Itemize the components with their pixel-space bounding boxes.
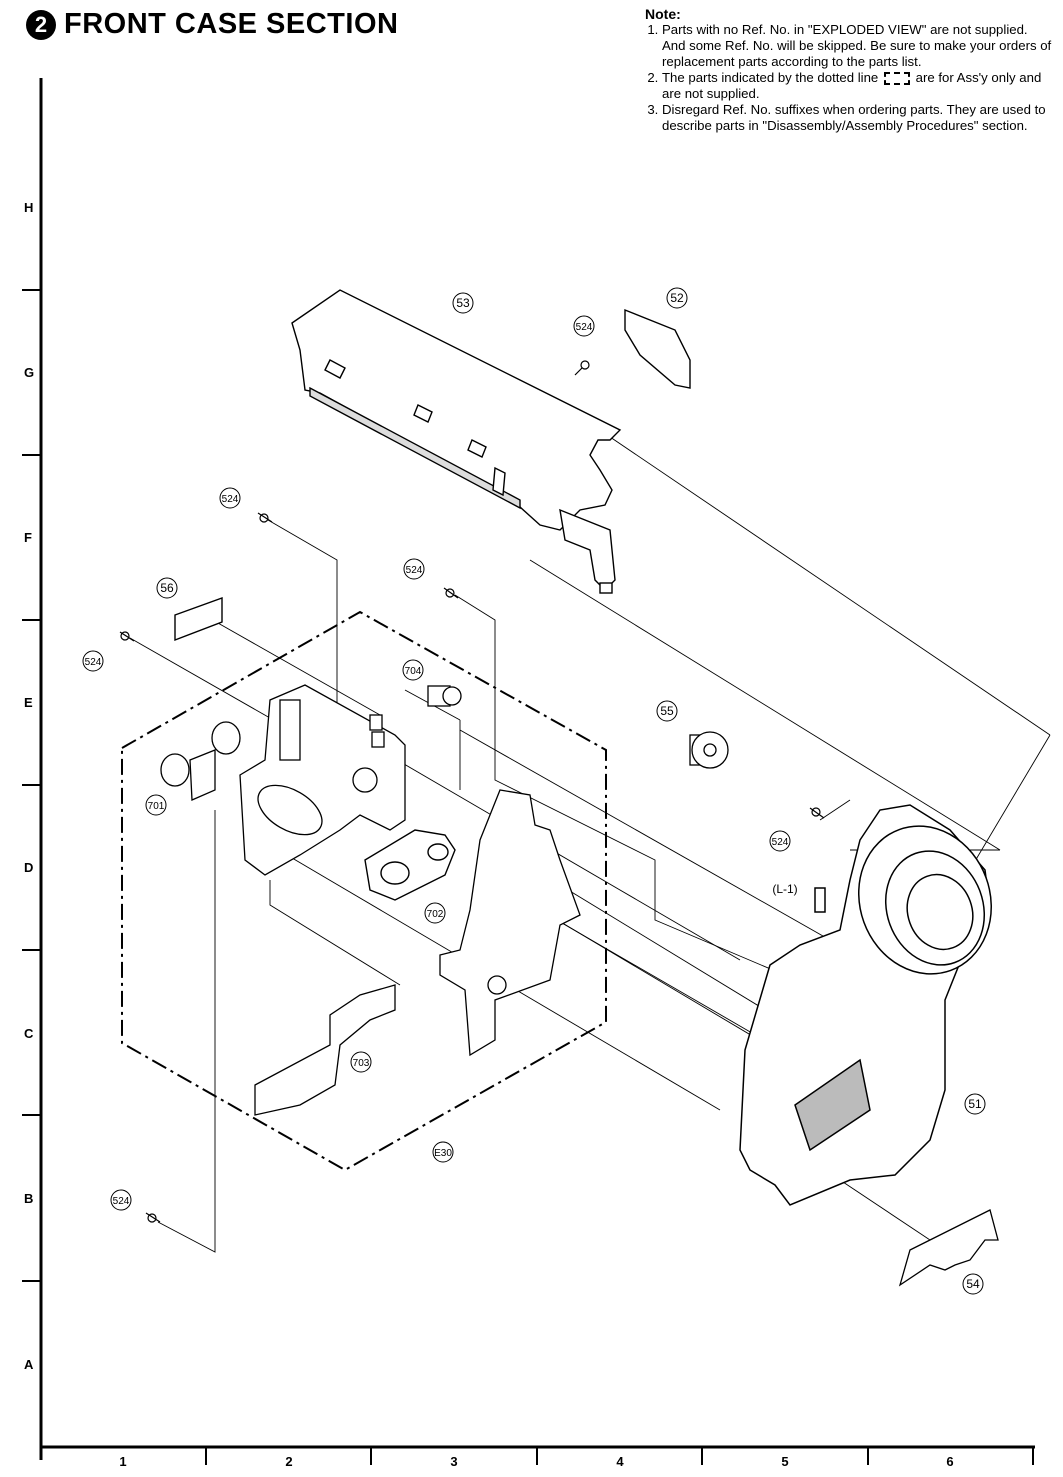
col-label-1: 1 bbox=[119, 1454, 126, 1469]
note-item-2: The parts indicated by the dotted line a… bbox=[662, 70, 1055, 102]
ref-label: E30 bbox=[434, 1148, 452, 1159]
ref-balloon-55: 55 bbox=[656, 700, 678, 722]
col-label-6: 6 bbox=[946, 1454, 953, 1469]
ref-label: 524 bbox=[576, 322, 593, 333]
note-block: Note: Parts with no Ref. No. in "EXPLODE… bbox=[645, 6, 1055, 134]
part-703-flex-cable bbox=[254, 984, 396, 1116]
part-55-fan bbox=[689, 731, 729, 769]
ref-balloon-524-b: 524 bbox=[110, 1189, 132, 1211]
ref-balloon-56: 56 bbox=[156, 577, 178, 599]
ref-balloon-524-e: 524 bbox=[82, 650, 104, 672]
ref-balloon-701: 701 bbox=[145, 794, 167, 816]
col-label-2: 2 bbox=[285, 1454, 292, 1469]
ref-balloon-702: 702 bbox=[424, 902, 446, 924]
ref-label: 704 bbox=[405, 666, 422, 677]
section-title: 2 FRONT CASE SECTION bbox=[26, 8, 398, 41]
part-52-cover bbox=[624, 308, 691, 389]
ref-label: 524 bbox=[113, 1196, 130, 1207]
metal-bracket bbox=[439, 789, 581, 1057]
note-list: Parts with no Ref. No. in "EXPLODED VIEW… bbox=[645, 22, 1055, 134]
ref-balloon-524-f: 524 bbox=[219, 487, 241, 509]
ref-balloon-524-f2: 524 bbox=[403, 558, 425, 580]
row-label-c: C bbox=[24, 1026, 34, 1041]
board-assembly bbox=[239, 684, 406, 876]
ref-label: 524 bbox=[85, 657, 102, 668]
part-51-front-case bbox=[739, 804, 992, 1206]
row-label-a: A bbox=[24, 1357, 34, 1372]
note-item-1-b: And some Ref. No. will be skipped. Be su… bbox=[662, 38, 1052, 69]
part-53-top-cover bbox=[291, 289, 622, 594]
ref-label: 701 bbox=[148, 801, 165, 812]
ref-label: 54 bbox=[966, 1277, 980, 1291]
row-label-g: G bbox=[24, 365, 34, 380]
ref-label: 52 bbox=[670, 291, 684, 305]
screw-icon bbox=[574, 360, 590, 376]
screw-icon bbox=[809, 807, 825, 819]
ref-label: 524 bbox=[222, 494, 239, 505]
ref-balloon-704: 704 bbox=[402, 659, 424, 681]
row-label-d: D bbox=[24, 860, 33, 875]
ref-balloon-703: 703 bbox=[350, 1051, 372, 1073]
ref-label: 703 bbox=[353, 1058, 370, 1069]
ref-label: 702 bbox=[427, 909, 444, 920]
screw-icon bbox=[257, 512, 273, 523]
note-item-3-text: Disregard Ref. No. suffixes when orderin… bbox=[662, 102, 1046, 133]
screws bbox=[119, 360, 825, 1223]
dotted-line-symbol bbox=[883, 72, 910, 86]
col-label-4: 4 bbox=[616, 1454, 624, 1469]
leader-lines bbox=[129, 415, 1051, 1253]
ref-label: 53 bbox=[456, 296, 470, 310]
col-label-5: 5 bbox=[781, 1454, 788, 1469]
ref-balloon-524-d: 524 bbox=[769, 830, 791, 852]
row-label-h: H bbox=[24, 200, 33, 215]
part-704-switch bbox=[427, 685, 462, 707]
part-702-holder bbox=[364, 829, 456, 901]
ref-label: 55 bbox=[660, 704, 674, 718]
section-number-badge: 2 bbox=[26, 9, 56, 40]
note-item-3: Disregard Ref. No. suffixes when orderin… bbox=[662, 102, 1055, 134]
ref-label: 524 bbox=[772, 837, 789, 848]
ref-label-l1: (L-1) bbox=[772, 882, 797, 896]
note-item-1-a: Parts with no Ref. No. in "EXPLODED VIEW… bbox=[662, 22, 1028, 37]
note-item-1: Parts with no Ref. No. in "EXPLODED VIEW… bbox=[662, 22, 1055, 70]
note-item-2-b: are for Ass'y only and are not supplied. bbox=[662, 70, 1042, 101]
ref-label: 56 bbox=[160, 581, 174, 595]
note-heading: Note: bbox=[645, 6, 681, 22]
screw-icon bbox=[119, 631, 135, 642]
ref-balloons: 53 52 524 524 524 56 524 704 55 701 524 … bbox=[82, 287, 986, 1295]
ref-label: 51 bbox=[968, 1097, 982, 1111]
ref-balloon-54: 54 bbox=[962, 1273, 984, 1295]
screw-icon bbox=[443, 587, 459, 599]
ref-balloon-e30: E30 bbox=[432, 1141, 454, 1163]
ref-label: (L-1) bbox=[772, 882, 797, 896]
row-label-b: B bbox=[24, 1191, 33, 1206]
note-item-2-a: The parts indicated by the dotted line bbox=[662, 70, 879, 85]
ref-balloon-51: 51 bbox=[964, 1093, 986, 1115]
part-54-sheet bbox=[898, 1209, 999, 1287]
assembly-box-e30 bbox=[121, 610, 607, 1172]
row-labels: H G F E D C B A bbox=[24, 200, 34, 1372]
screw-icon bbox=[145, 1212, 161, 1223]
ref-label: 524 bbox=[406, 565, 423, 576]
section-title-text: FRONT CASE SECTION bbox=[64, 8, 399, 40]
col-labels: 1 2 3 4 5 6 bbox=[119, 1454, 953, 1469]
row-label-f: F bbox=[24, 530, 32, 545]
ref-balloon-52: 52 bbox=[666, 287, 688, 309]
ref-balloon-524-g: 524 bbox=[573, 315, 595, 337]
ref-balloon-53: 53 bbox=[452, 292, 474, 314]
grid-frame bbox=[22, 78, 1035, 1465]
part-56-sheet bbox=[174, 597, 223, 642]
part-701-sensor bbox=[160, 721, 241, 801]
col-label-3: 3 bbox=[450, 1454, 457, 1469]
row-label-e: E bbox=[24, 695, 33, 710]
